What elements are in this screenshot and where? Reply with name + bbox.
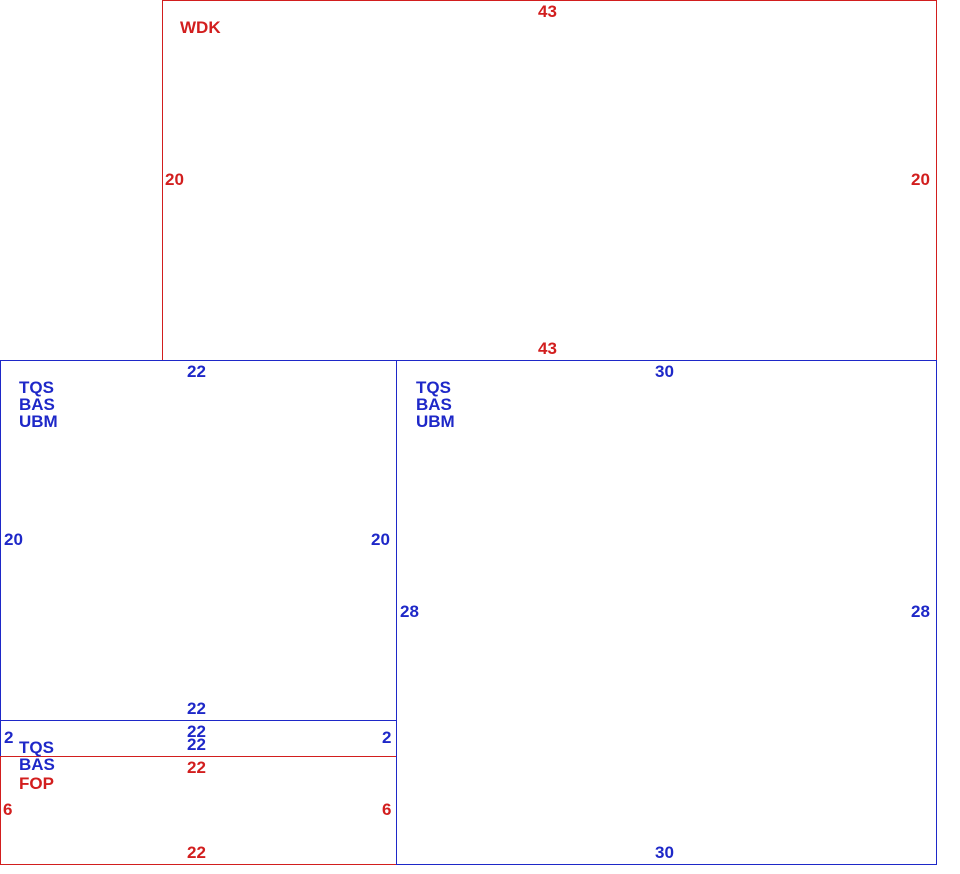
panel-left-strip-top-value: 22 bbox=[187, 722, 206, 741]
panel-wdk-bottom-value: 43 bbox=[538, 339, 557, 358]
panel-wdk-right-value: 20 bbox=[911, 170, 930, 189]
panel-wdk-name: WDK bbox=[180, 18, 221, 37]
panel-left-lower-name-2: BAS bbox=[19, 755, 55, 774]
panel-left-lower-bottom-value: 22 bbox=[187, 843, 206, 862]
panel-left-upper-name-3: UBM bbox=[19, 412, 58, 431]
panel-right-name-2: BAS bbox=[416, 395, 452, 414]
panel-left-upper bbox=[0, 360, 397, 721]
panel-left-upper-left-value: 20 bbox=[4, 530, 23, 549]
panel-left-lower-right-value: 6 bbox=[382, 800, 392, 819]
panel-left-strip-bottom-value: 22 bbox=[187, 735, 206, 754]
panel-left-lower-name-1: TQS bbox=[19, 738, 54, 757]
panel-left-upper-bottom-value: 22 bbox=[187, 699, 206, 718]
panel-right-names: TQS BAS UBM bbox=[416, 379, 455, 430]
panel-right-left-value: 28 bbox=[400, 602, 419, 621]
panel-left-upper-top-value: 22 bbox=[187, 362, 206, 381]
panel-right-name-1: TQS bbox=[416, 378, 451, 397]
panel-wdk-left-value: 20 bbox=[165, 170, 184, 189]
panel-left-strip-left-value: 2 bbox=[4, 728, 14, 747]
panel-left-lower-names: TQS BAS FOP bbox=[19, 739, 55, 792]
panel-left-strip-right-value: 2 bbox=[382, 728, 392, 747]
panel-right-top-value: 30 bbox=[655, 362, 674, 381]
panel-left-lower-top-value: 22 bbox=[187, 758, 206, 777]
panel-wdk-top-value: 43 bbox=[538, 2, 557, 21]
panel-left-lower-left-value: 6 bbox=[3, 800, 13, 819]
panel-right-bottom-value: 30 bbox=[655, 843, 674, 862]
panel-left-upper-names: TQS BAS UBM bbox=[19, 379, 58, 430]
panel-left-lower-name-3: FOP bbox=[19, 774, 54, 793]
panel-left-upper-right-value: 20 bbox=[371, 530, 390, 549]
panel-left-upper-name-1: TQS bbox=[19, 378, 54, 397]
panel-left-upper-name-2: BAS bbox=[19, 395, 55, 414]
panel-right bbox=[396, 360, 937, 865]
panel-right-name-3: UBM bbox=[416, 412, 455, 431]
panel-right-right-value: 28 bbox=[911, 602, 930, 621]
panel-wdk bbox=[162, 0, 937, 361]
